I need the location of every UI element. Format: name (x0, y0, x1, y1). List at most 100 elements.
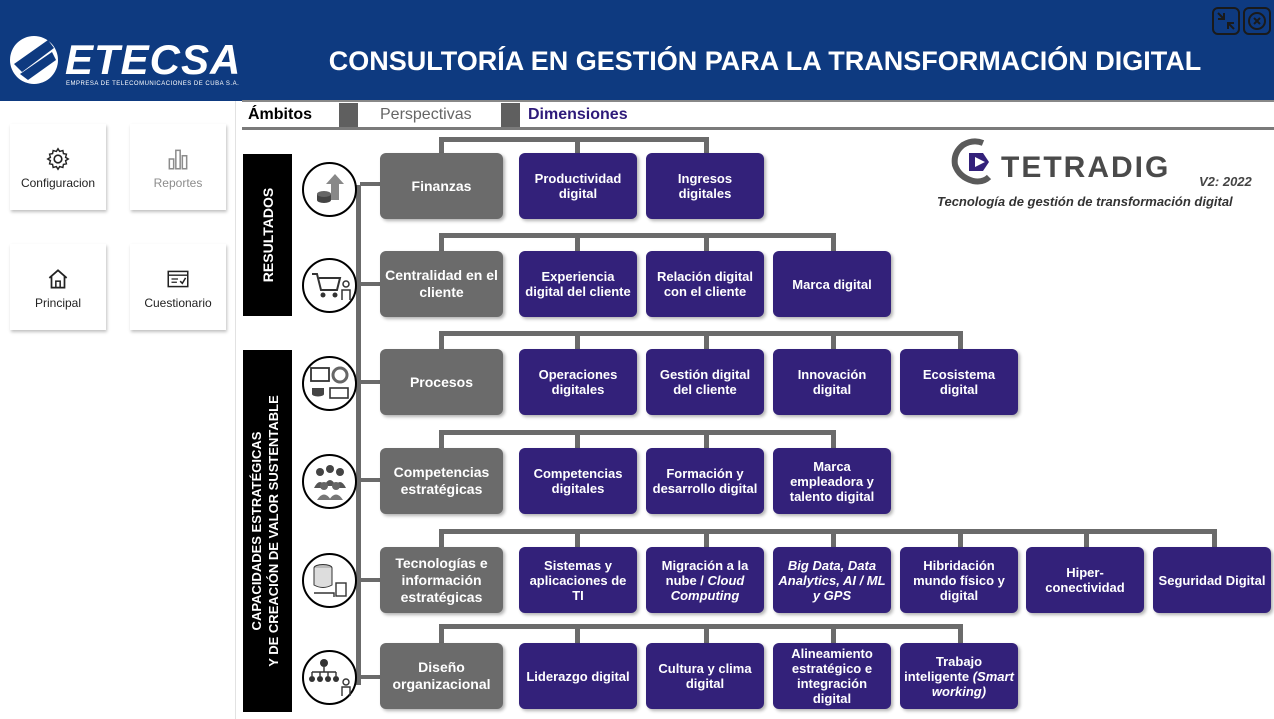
row-connector (831, 430, 836, 450)
group-capacidades: CAPACIDADES ESTRATÉGICAS Y DE CREACIÓN D… (243, 350, 292, 712)
row-connector (575, 233, 580, 253)
row-connector (704, 430, 709, 450)
row-connector (575, 624, 580, 644)
dimension-box[interactable]: Sistemas y aplicaciones de TI (519, 547, 637, 613)
dimension-box[interactable]: Alineamiento estratégico e integración d… (773, 643, 891, 709)
ambito-diseno-organizacional[interactable]: Diseño organizacional (380, 643, 503, 709)
dimension-box[interactable]: Hiper- conectividad (1026, 547, 1144, 613)
row-connector (1084, 529, 1089, 549)
tetradig-version: V2: 2022 (1199, 174, 1252, 189)
tab-ambitos[interactable]: Ámbitos (248, 106, 312, 123)
row-connector (958, 529, 963, 549)
sidebar-item-cuestionario[interactable]: Cuestionario (130, 244, 226, 330)
dimension-box[interactable]: Productividad digital (519, 153, 637, 219)
row-connector (439, 137, 444, 155)
ambito-finanzas[interactable]: Finanzas (380, 153, 503, 219)
branch-connector (360, 478, 380, 482)
dimension-box[interactable]: Ingresos digitales (646, 153, 764, 219)
row-connector (439, 233, 836, 238)
tab-bar: Ámbitos Perspectivas Dimensiones (242, 103, 1274, 130)
etecsa-logo-icon (10, 36, 58, 84)
branch-connector (360, 675, 380, 679)
sidebar-item-label: Principal (34, 296, 82, 310)
row-connector (439, 331, 444, 351)
tab-separator (501, 103, 520, 130)
dimension-box[interactable]: Ecosistema digital (900, 349, 1018, 415)
dimension-box[interactable]: Cultura y clima digital (646, 643, 764, 709)
database-icon (302, 553, 357, 608)
dimension-box[interactable]: Trabajo inteligente (Smart working) (900, 643, 1018, 709)
sidebar-item-label: Cuestionario (144, 296, 212, 310)
branch-connector (360, 578, 380, 582)
row-connector (958, 624, 963, 644)
dimension-box[interactable]: Gestión digital del cliente (646, 349, 764, 415)
processes-icon (302, 356, 357, 411)
org-chart-icon (302, 650, 357, 705)
finance-icon (302, 162, 357, 217)
row-connector (704, 233, 709, 253)
sidebar-item-label: Configuracion (20, 176, 96, 190)
row-connector (575, 430, 580, 450)
group-label-line: CAPACIDADES ESTRATÉGICAS (249, 431, 264, 631)
shopping-cart-icon (302, 258, 357, 313)
row-connector (704, 529, 709, 549)
row-connector (831, 529, 836, 549)
dimension-box[interactable]: Experiencia digital del cliente (519, 251, 637, 317)
tetradig-logo-icon (951, 138, 992, 185)
row-connector (439, 529, 1217, 534)
group-label-line: Y DE CREACIÓN DE VALOR SUSTENTABLE (266, 395, 281, 667)
dimension-box[interactable]: Formación y desarrollo digital (646, 448, 764, 514)
tab-dimensiones[interactable]: Dimensiones (528, 106, 628, 123)
sidebar-item-configuracion[interactable]: Configuracion (10, 124, 106, 210)
ambito-competencias[interactable]: Competencias estratégicas (380, 448, 503, 514)
dimension-box[interactable]: Competencias digitales (519, 448, 637, 514)
row-connector (704, 137, 709, 155)
tetradig-tagline: Tecnología de gestión de transformación … (937, 194, 1233, 209)
brand-tagline: EMPRESA DE TELECOMUNICACIONES DE CUBA S.… (66, 81, 240, 87)
restore-window-button[interactable] (1212, 7, 1240, 35)
dimension-box[interactable]: Seguridad Digital (1153, 547, 1271, 613)
tab-perspectivas[interactable]: Perspectivas (380, 106, 472, 123)
row-connector (439, 430, 836, 435)
row-connector (439, 430, 444, 450)
sidebar-item-reportes[interactable]: Reportes (130, 124, 226, 210)
dimension-box[interactable]: Migración a la nube / Cloud Computing (646, 547, 764, 613)
group-label: CAPACIDADES ESTRATÉGICAS Y DE CREACIÓN D… (248, 350, 286, 712)
tab-underline (242, 127, 1274, 130)
home-icon (48, 269, 68, 289)
dimension-box[interactable]: Hibridación mundo físico y digital (900, 547, 1018, 613)
row-connector (575, 137, 580, 155)
ambito-centralidad-cliente[interactable]: Centralidad en el cliente (380, 251, 503, 317)
sidebar: Configuracion Reportes Principal (0, 101, 236, 719)
row-connector (575, 529, 580, 549)
questionnaire-icon (167, 270, 189, 288)
row-connector (831, 233, 836, 253)
dimension-box[interactable]: Marca digital (773, 251, 891, 317)
sidebar-item-principal[interactable]: Principal (10, 244, 106, 330)
dimension-box[interactable]: Operaciones digitales (519, 349, 637, 415)
group-label: RESULTADOS (260, 187, 276, 283)
row-connector (439, 624, 444, 644)
dimension-label: Trabajo inteligente (Smart working) (904, 653, 1014, 699)
ambito-tecnologias[interactable]: Tecnologías e información estratégicas (380, 547, 503, 613)
row-connector (439, 137, 709, 142)
ambito-procesos[interactable]: Procesos (380, 349, 503, 415)
row-connector (704, 331, 709, 351)
close-icon (1248, 12, 1266, 30)
close-button[interactable] (1243, 7, 1271, 35)
main-connector (356, 185, 361, 685)
dimension-box[interactable]: Big Data, Data Analytics, AI / ML y GPS (773, 547, 891, 613)
row-connector (439, 233, 444, 253)
dimension-box[interactable]: Marca empleadora y talento digital (773, 448, 891, 514)
top-divider (242, 100, 1274, 102)
page-title: CONSULTORÍA EN GESTIÓN PARA LA TRANSFORM… (328, 46, 1202, 76)
tetradig-name: TETRADIG (1001, 151, 1171, 184)
dimension-label: Migración a la nube / Cloud Computing (661, 557, 749, 603)
restore-window-icon (1217, 12, 1235, 30)
tetradig-logo: TETRADIG V2: 2022 Tecnología de gestión … (935, 135, 1270, 215)
dimension-box[interactable]: Relación digital con el cliente (646, 251, 764, 317)
row-connector (439, 624, 963, 629)
dimension-box[interactable]: Innovación digital (773, 349, 891, 415)
dimension-box[interactable]: Liderazgo digital (519, 643, 637, 709)
